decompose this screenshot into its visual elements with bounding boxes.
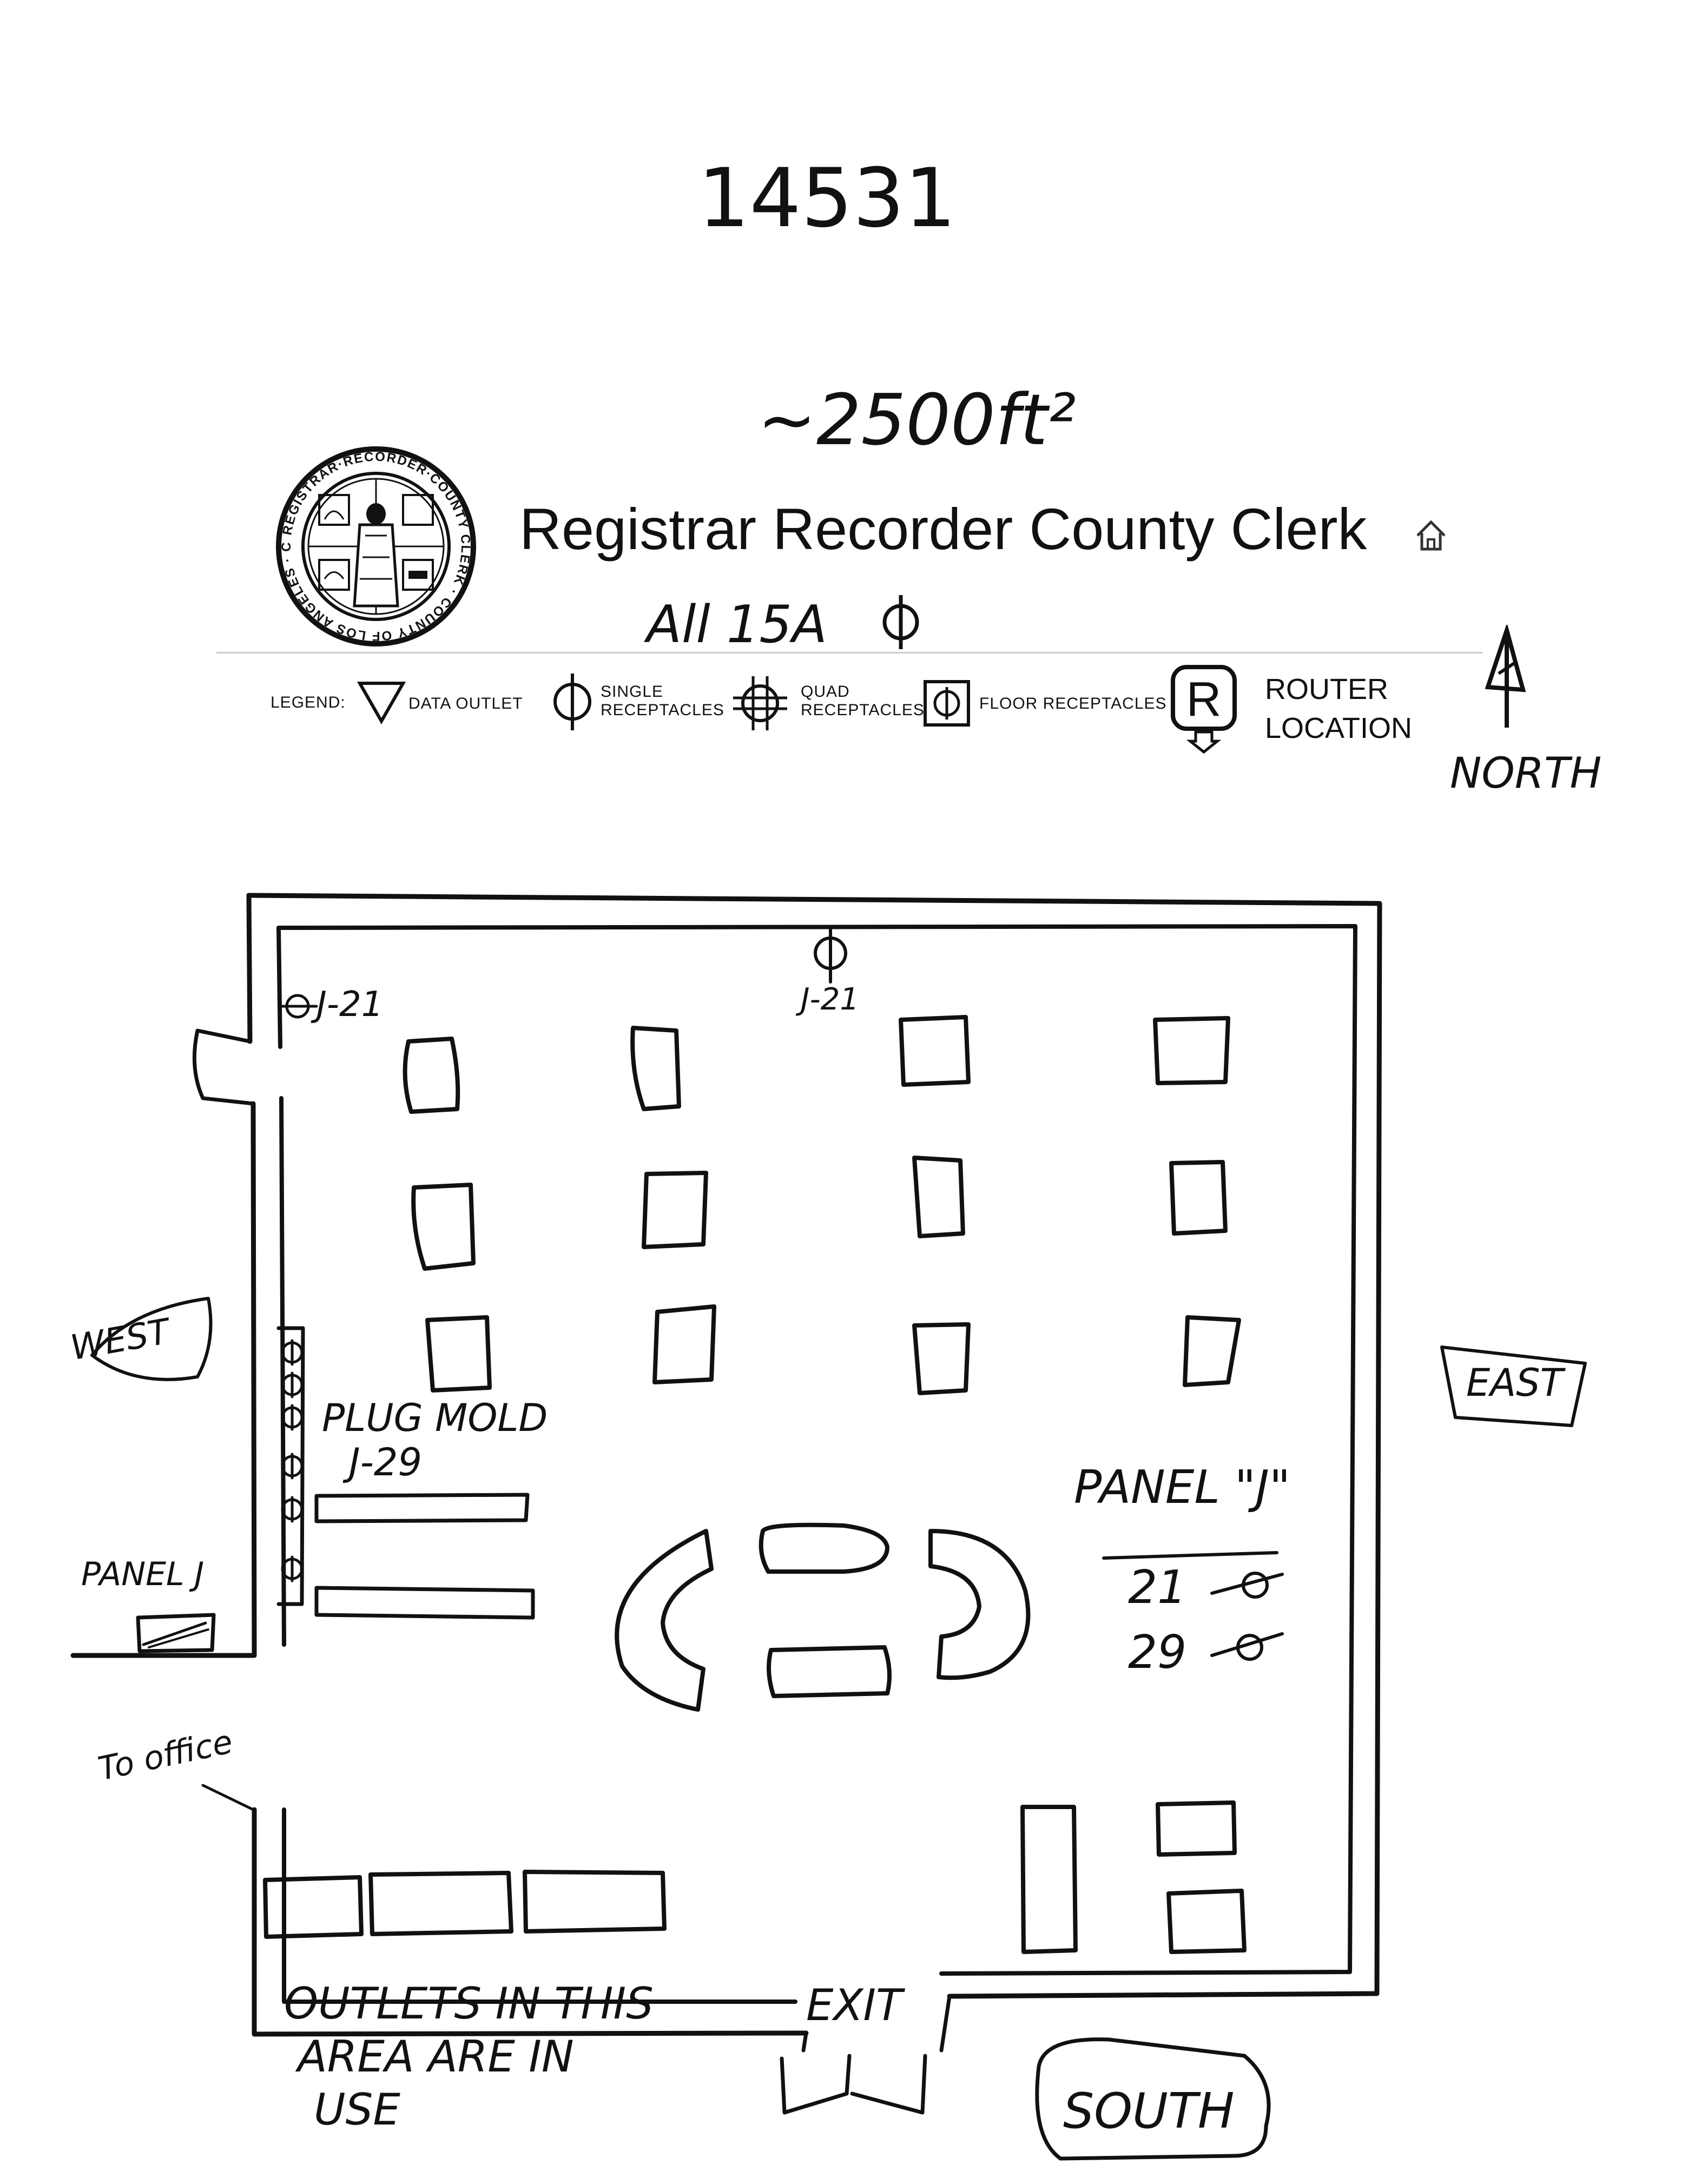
outer-wall-north-east (246, 893, 1382, 1999)
west-label-bubble (90, 1297, 213, 1381)
router-location-icon: R (1171, 665, 1237, 754)
single-receptacle-icon (882, 595, 919, 649)
table-se (1156, 1800, 1237, 1857)
data-outlet-icon (357, 682, 406, 725)
panel-circuit-number: 21 (1128, 1561, 1187, 1614)
quad-receptacle-icon (733, 676, 787, 730)
router-symbol: R (1186, 672, 1222, 727)
header-divider (216, 652, 1482, 654)
table-sw (368, 1871, 513, 1936)
exit-label: EXIT (806, 1980, 902, 2030)
legend-single-line2: RECEPTACLES (601, 701, 724, 719)
single-receptacle-legend-icon (553, 674, 591, 730)
legend-quad-line1: QUAD (801, 683, 850, 701)
panel-schedule-title: PANEL "J" (1074, 1461, 1291, 1514)
panel-j-left-label: PANEL J (81, 1555, 205, 1593)
inner-wall-north-east (276, 924, 1357, 1976)
panel-circuit-number: 29 (1128, 1626, 1187, 1679)
table-sw (263, 1875, 364, 1939)
west-wall-lower-inner (279, 1096, 286, 1647)
legend-router-line1: ROUTER (1265, 673, 1388, 705)
long-table (314, 1586, 535, 1620)
east-label-box (1440, 1345, 1587, 1427)
long-table (314, 1493, 530, 1523)
table-se (1166, 1889, 1247, 1954)
plug-mold-receptacles (281, 1339, 304, 1582)
outlets-note-line3: USE (314, 2084, 400, 2135)
county-seal-icon: REGISTRAR·RECORDER·COUNTY CLERK · COUNTY… (273, 444, 476, 646)
west-wall-upper-outer (246, 893, 253, 1044)
to-office-pointer (201, 1784, 255, 1811)
table-sw (523, 1870, 667, 1934)
desk (1183, 1315, 1241, 1387)
curved-table-left (615, 1529, 714, 1712)
desk (652, 1304, 716, 1384)
table-center-top (759, 1522, 889, 1574)
exit-door-right (850, 2054, 927, 2115)
desk (425, 1315, 492, 1393)
home-icon[interactable] (1412, 517, 1450, 555)
desk (912, 1322, 971, 1395)
page-title: Registrar Recorder County Clerk (519, 496, 1367, 562)
floor-receptacle-icon (924, 680, 970, 727)
handwritten-number: 14531 (698, 151, 957, 246)
compass-south-label: SOUTH (1063, 2083, 1235, 2140)
desk (403, 1037, 460, 1114)
cabinet-se (1020, 1805, 1078, 1954)
desk (642, 1171, 708, 1249)
legend-data-outlet-label: DATA OUTLET (408, 695, 523, 712)
circuit-note: All 15A (647, 595, 827, 655)
outlets-note-line1: OUTLETS IN THIS (284, 1978, 654, 2029)
table-center-bottom (767, 1645, 892, 1698)
west-door (192, 1028, 255, 1106)
desk (411, 1183, 476, 1271)
desk (899, 1015, 971, 1087)
plug-mold-label: PLUG MOLD (322, 1396, 548, 1440)
area-note: ~2500ft² (757, 379, 1076, 461)
south-wall-outer (252, 1807, 809, 2037)
west-wall-upper-inner (276, 926, 282, 1049)
legend-router-line2: LOCATION (1265, 712, 1413, 744)
plug-mold-circuit: J-29 (349, 1440, 422, 1484)
outlet-j21-west-label: J-21 (316, 985, 384, 1025)
desk (1169, 1160, 1228, 1236)
legend-label: LEGEND: (271, 694, 346, 711)
west-wall-lower-outer (70, 1101, 257, 1658)
panel-j-box (136, 1613, 216, 1653)
desk (912, 1156, 965, 1238)
curved-table-right (928, 1529, 1031, 1680)
outlets-note-line2: AREA ARE IN (298, 2031, 574, 2082)
legend-quad-line2: RECEPTACLES (801, 701, 925, 719)
south-wall-inner (282, 1807, 797, 2004)
legend-single-line1: SINGLE (601, 683, 664, 701)
south-label-bubble (1035, 2037, 1271, 2161)
outlet-j21-north-label: J-21 (801, 982, 859, 1017)
north-arrow-icon (1485, 625, 1526, 728)
compass-east-label: EAST (1466, 1361, 1564, 1405)
exit-door-left (780, 2054, 852, 2115)
compass-north-label: NORTH (1450, 749, 1602, 798)
legend-floor-label: FLOOR RECEPTACLES (979, 695, 1167, 712)
desk (630, 1026, 681, 1111)
desk (1153, 1016, 1230, 1085)
